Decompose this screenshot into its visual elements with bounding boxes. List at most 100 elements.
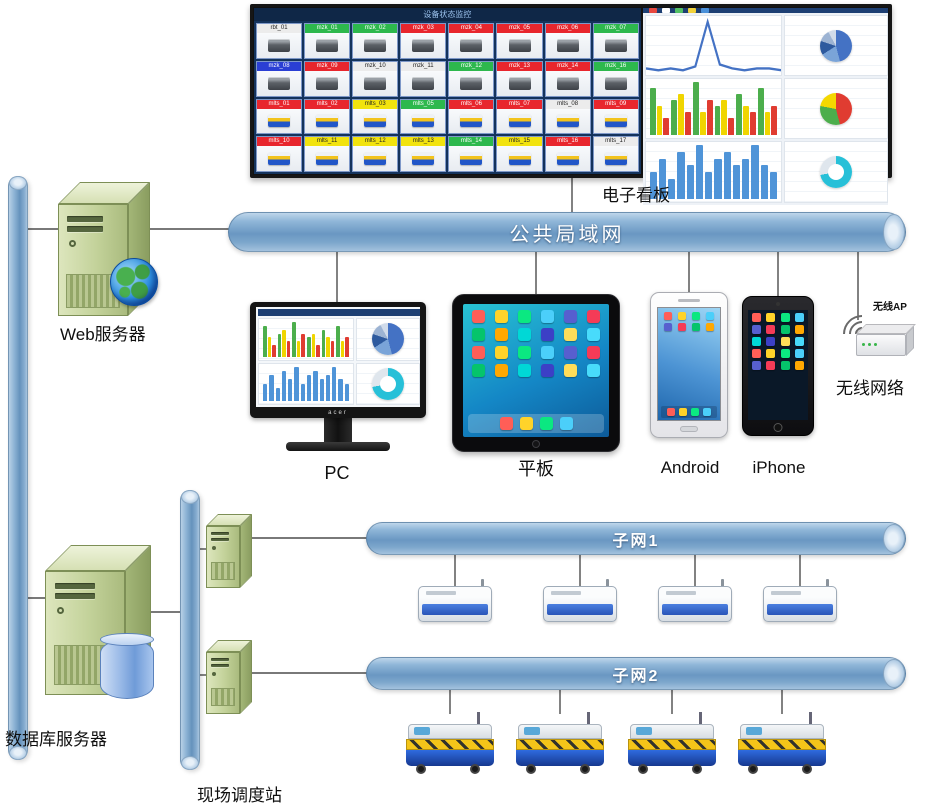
antenna [721, 579, 724, 588]
kanban-line-chart [644, 15, 783, 77]
agv-icon [556, 152, 579, 166]
iphone-label: iPhone [752, 458, 806, 477]
app-icon [752, 361, 762, 370]
tablet-dock [468, 414, 604, 433]
agv-chassis [406, 750, 494, 766]
device-tile-image [497, 146, 542, 171]
device-tile-image [353, 33, 398, 58]
database-server [45, 545, 180, 705]
app-icon [780, 313, 790, 322]
bar-group [757, 82, 778, 136]
device-tile-image [497, 108, 542, 134]
kanban-pie-chart-1 [784, 15, 888, 77]
app-icon [564, 346, 578, 359]
agv-icon [268, 152, 291, 166]
tablet-device [452, 294, 620, 452]
bar [294, 366, 299, 401]
router-led [868, 343, 871, 346]
android-screen [657, 307, 721, 421]
machine-icon [556, 76, 579, 90]
agv-vehicle-3 [626, 712, 718, 776]
bar-group [307, 322, 320, 357]
server-side-face [240, 640, 252, 714]
bar-group [714, 82, 735, 136]
app-icon [794, 349, 804, 358]
app-icon [471, 364, 485, 377]
bar [281, 370, 287, 401]
android-phone [650, 292, 728, 438]
antenna [826, 579, 829, 588]
monitor-screen [256, 307, 420, 407]
legend-chip [700, 8, 709, 13]
device-tile-mlts_17: mlts_17 [592, 136, 639, 172]
pie-chart [372, 323, 404, 356]
bar [263, 383, 268, 401]
subnet1-pipe-label: 子网1 [612, 532, 660, 550]
backbone-pipe-left [8, 176, 28, 760]
server-side-face [240, 514, 252, 588]
device-tile-status: mzk_02 [353, 24, 398, 33]
server-vent [211, 664, 229, 667]
device-tile-image [449, 70, 494, 96]
app-icon [541, 328, 555, 341]
donut-hole [828, 164, 845, 180]
agv-wheel [416, 764, 426, 774]
agv-window [414, 727, 430, 735]
bar [668, 178, 676, 199]
monitor-stand [324, 418, 352, 442]
device-tile-status: mzk_05 [497, 24, 542, 33]
iphone-app-grid [751, 313, 805, 370]
device-tile-image [497, 33, 542, 58]
app-icon [564, 364, 578, 377]
cylinder-lid [100, 633, 154, 646]
device-tile-mlts_14: mlts_14 [448, 136, 495, 172]
agv-window [636, 727, 652, 735]
android-app-grid [662, 312, 716, 331]
app-icon [517, 346, 531, 359]
database-cylinder-icon [100, 633, 154, 699]
bar-group [692, 82, 713, 136]
device-tile-image [401, 70, 446, 96]
controller-slot [771, 591, 801, 595]
kanban-pie-chart-2 [784, 78, 888, 140]
agv-icon [508, 152, 531, 166]
device-tile-image [353, 70, 398, 96]
server-vent [67, 226, 103, 232]
iphone-device [742, 296, 814, 436]
bar [721, 99, 728, 136]
device-tile-image [593, 146, 638, 171]
controller-band [422, 604, 488, 615]
device-tile-status: mlts_11 [305, 137, 350, 147]
app-icon [692, 312, 701, 320]
monitor-frame: acer [250, 302, 426, 418]
server-power-button [57, 607, 64, 614]
app-icon [703, 408, 711, 416]
machine-icon [316, 38, 339, 52]
home-button [532, 440, 540, 448]
device-tile-image [353, 108, 398, 134]
agv-wheel [802, 764, 812, 774]
tablet-app-grid [469, 310, 603, 377]
bar [649, 88, 656, 136]
agv-wheel [748, 764, 758, 774]
kanban-donut-chart [784, 141, 888, 203]
app-icon [766, 313, 776, 322]
device-tile-image [545, 146, 590, 171]
bar [269, 375, 274, 401]
controller-slot [426, 591, 456, 595]
app-icon [794, 313, 804, 322]
bar [344, 383, 349, 401]
agv-mast [587, 712, 590, 730]
app-icon [539, 417, 553, 430]
device-tile-mzk_09: mzk_09 [304, 60, 351, 97]
app-icon [679, 408, 687, 416]
device-tile-image [401, 108, 446, 134]
controller-band [662, 604, 728, 615]
subnet1-controller-3 [658, 579, 732, 622]
device-tile-image [545, 108, 590, 134]
device-tile-status: mzk_11 [401, 61, 446, 71]
bar [326, 337, 330, 357]
app-icon [517, 364, 531, 377]
bar [764, 111, 771, 136]
